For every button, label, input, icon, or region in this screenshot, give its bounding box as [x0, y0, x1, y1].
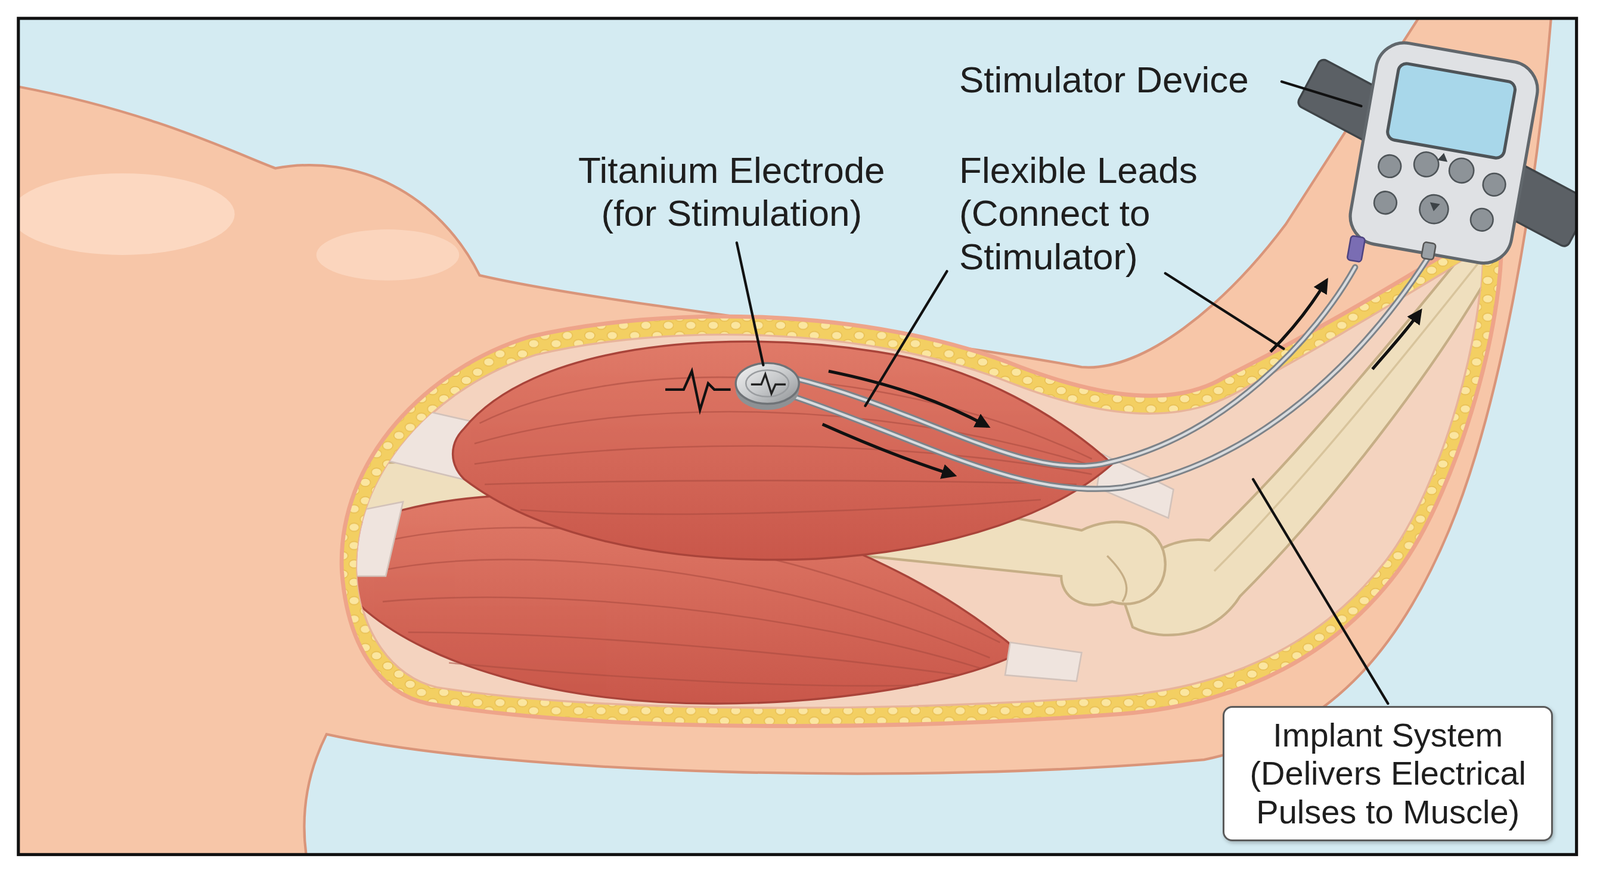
callout-box: Implant System (Delivers Electrical Puls… — [1222, 706, 1553, 842]
joint-line — [1107, 556, 1127, 603]
arm-figure — [18, 18, 1577, 856]
fat-layer — [341, 219, 1502, 727]
frame — [18, 18, 1577, 856]
part-label: Stimulator Device — [959, 58, 1249, 102]
skin-highlight — [18, 173, 235, 256]
part-label: Titanium Electrode (for Stimulation) — [561, 149, 902, 236]
cutaway-contents — [336, 239, 1500, 705]
background — [18, 18, 1577, 856]
callout-text: Implant System (Delivers Electrical Puls… — [1238, 716, 1537, 832]
skin — [18, 18, 1552, 856]
lead-connector — [1347, 235, 1437, 263]
pulse-symbol — [665, 371, 731, 411]
tendon — [336, 501, 403, 577]
part-label: Flexible Leads (Connect to Stimulator) — [959, 149, 1222, 279]
flow-arrows — [822, 280, 1421, 476]
skin-highlight — [316, 229, 460, 281]
bone-shading — [1214, 255, 1485, 572]
biceps-muscle — [453, 341, 1113, 560]
stimulator-device — [1346, 38, 1543, 268]
flexible-leads — [791, 256, 1429, 489]
tendon — [1005, 642, 1082, 682]
electrode — [735, 363, 799, 411]
